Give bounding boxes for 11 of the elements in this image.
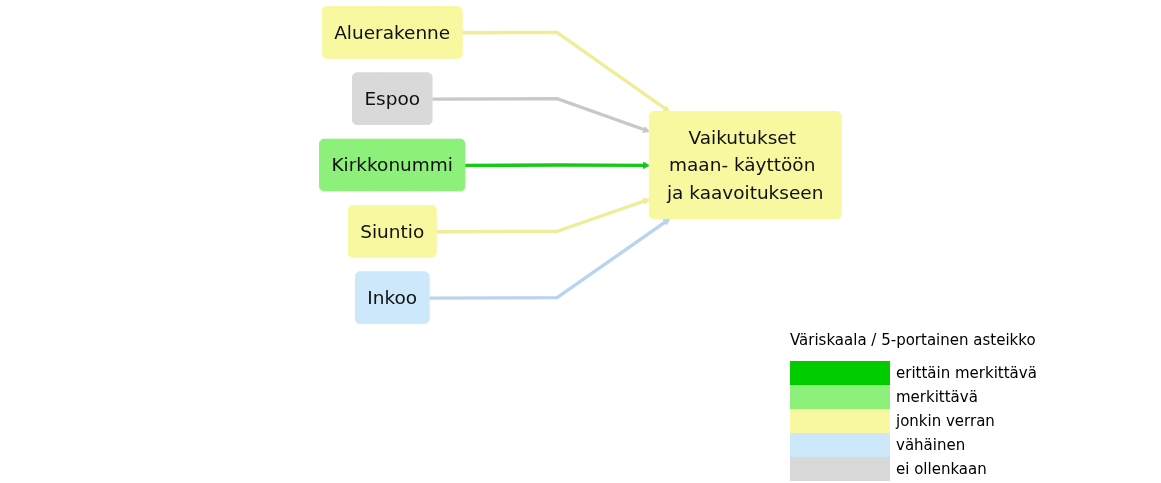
legend-label: vähäinen <box>896 436 966 454</box>
arrow <box>462 30 671 113</box>
legend-label: jonkin verran <box>896 412 995 430</box>
legend-title: Väriskaala / 5-portainen asteikko <box>790 331 1036 349</box>
arrow <box>429 218 671 300</box>
legend-label: ei ollenkaan <box>896 460 987 478</box>
arrow <box>465 161 651 170</box>
arrow <box>432 96 651 133</box>
legend-label: merkittävä <box>896 388 978 406</box>
legend-label: erittäin merkittävä <box>896 364 1037 382</box>
arrow <box>436 197 651 234</box>
